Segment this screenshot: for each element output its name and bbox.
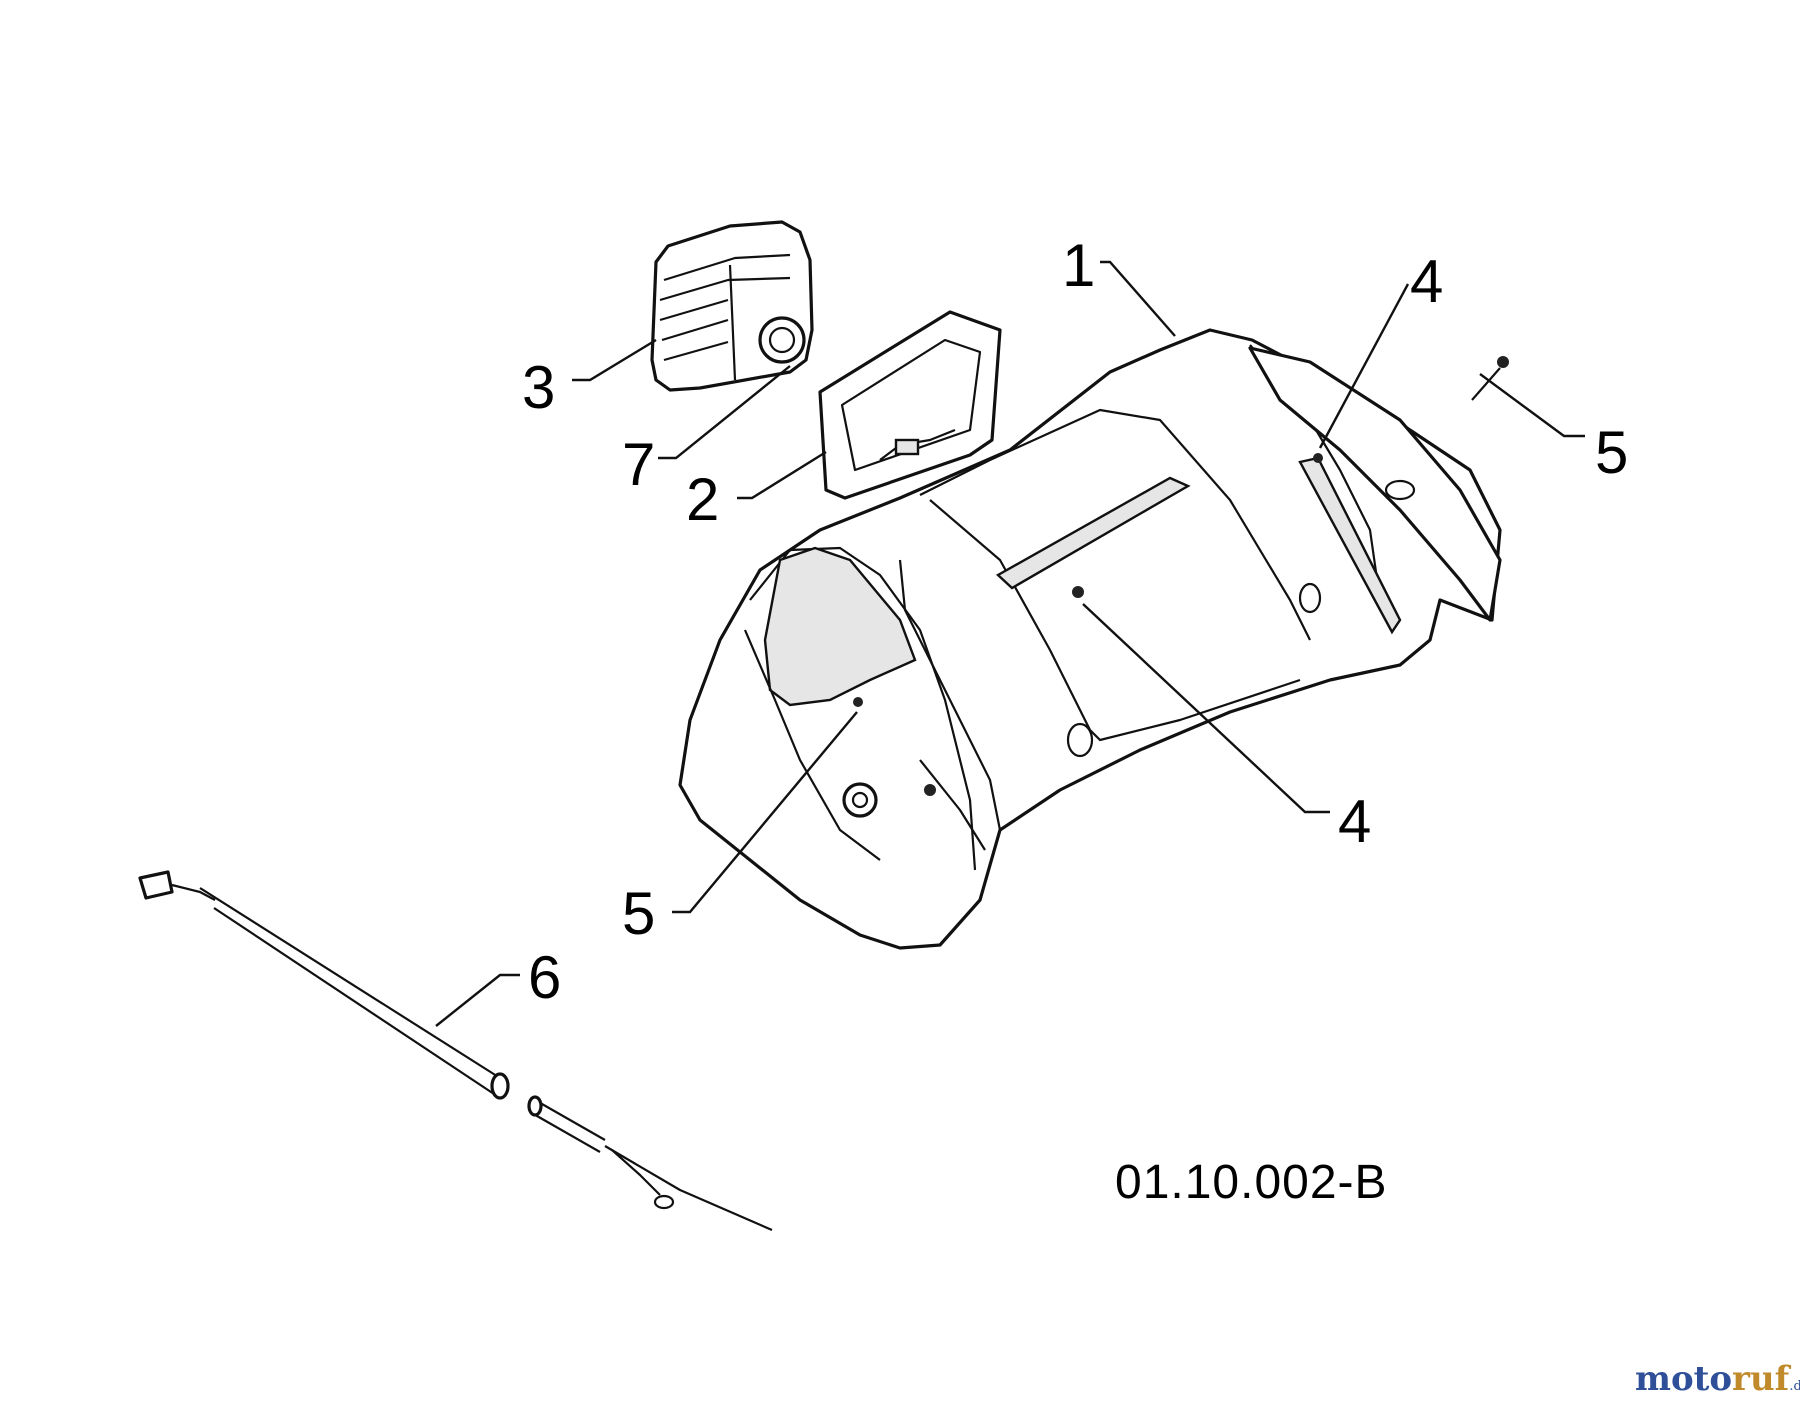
headlight-lamp bbox=[650, 220, 814, 392]
watermark-suffix: .de bbox=[1789, 1379, 1800, 1394]
callout-5-right: 5 bbox=[1595, 419, 1628, 486]
callout-5-left: 5 bbox=[622, 880, 655, 947]
dashboard-housing bbox=[678, 328, 1502, 950]
svg-text:motoruf.de: motoruf.de bbox=[1635, 1359, 1800, 1399]
callout-3: 3 bbox=[522, 354, 555, 421]
callout-7: 7 bbox=[622, 431, 655, 498]
headlight-frame bbox=[818, 310, 1002, 500]
callout-labels: 1 2 3 4 4 5 5 6 7 bbox=[522, 232, 1628, 1011]
cable-assembly bbox=[138, 870, 773, 1232]
screw-upper bbox=[1471, 356, 1509, 401]
callout-4-upper: 4 bbox=[1410, 248, 1443, 315]
callout-1: 1 bbox=[1062, 232, 1095, 299]
watermark-logo: motoruf.de bbox=[1635, 1359, 1800, 1399]
leader-lines bbox=[435, 260, 1585, 1027]
callout-2: 2 bbox=[686, 466, 719, 533]
callout-6: 6 bbox=[528, 944, 561, 1011]
callout-4-lower: 4 bbox=[1338, 788, 1371, 855]
watermark-part1: moto bbox=[1635, 1359, 1732, 1399]
watermark-part2: ruf bbox=[1732, 1359, 1792, 1399]
drawing-code: 01.10.002-B bbox=[1115, 1156, 1388, 1209]
